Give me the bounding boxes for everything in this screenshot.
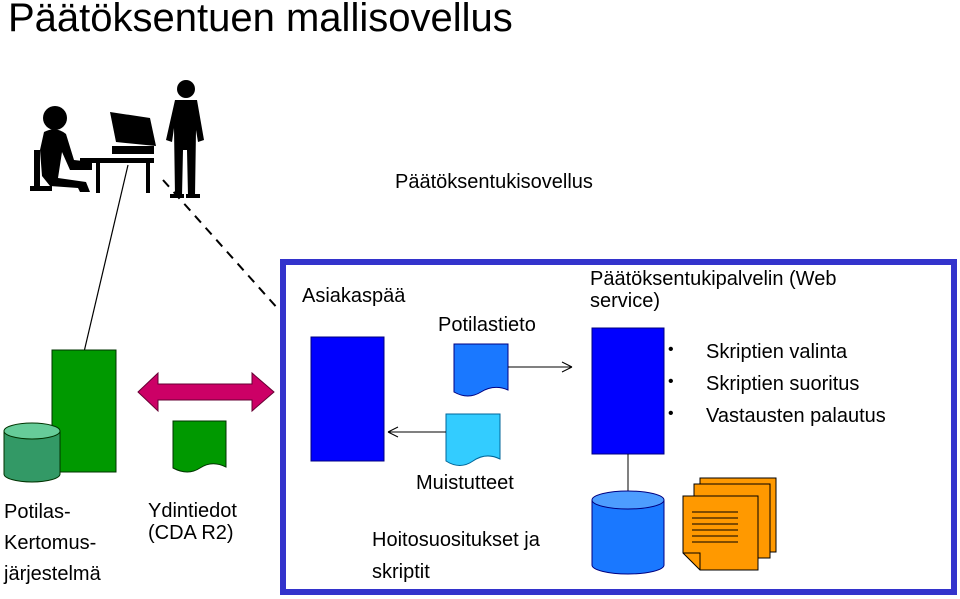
patient-record-server xyxy=(51,349,117,473)
computer-user-icon xyxy=(30,106,156,193)
patient-system-line3: järjestelmä xyxy=(4,563,101,585)
dashed-connector xyxy=(162,179,280,311)
bullet-item: Vastausten palautus xyxy=(668,401,886,435)
decision-server-box xyxy=(591,327,665,455)
bullet-item: Skriptien suoritus xyxy=(668,369,886,403)
application-label: Päätöksentukisovellus xyxy=(395,171,593,193)
patient-system-label: Potilas- Kertomus- järjestelmä xyxy=(4,497,101,590)
server-label: Päätöksentukipalvelin (Web service) xyxy=(590,268,836,312)
client-box xyxy=(310,336,385,462)
decision-support-frame xyxy=(280,259,957,595)
script-pages-icon xyxy=(682,477,777,571)
patient-system-line2: Kertomus- xyxy=(4,532,97,554)
patient-system-line1: Potilas- xyxy=(4,501,71,523)
server-label-line2: service) xyxy=(590,290,661,312)
guidelines-database-icon xyxy=(591,490,665,575)
notes-document xyxy=(445,413,501,466)
response-arrow-head xyxy=(387,426,399,438)
bullet-item: Skriptien valinta xyxy=(668,337,886,371)
page-title: Päätöksentuen mallisovellus xyxy=(8,0,513,40)
server-label-line1: Päätöksentukipalvelin (Web xyxy=(590,268,837,290)
core-data-document xyxy=(172,420,227,473)
exchange-arrow xyxy=(137,371,275,413)
standing-person-icon xyxy=(166,80,204,198)
patient-info-document xyxy=(453,343,509,397)
connector-line xyxy=(83,164,129,353)
core-data-line1: Ydintiedot xyxy=(148,500,237,522)
patient-database-icon xyxy=(3,422,61,483)
patient-info-label: Potilastieto xyxy=(438,314,536,336)
server-function-list: Skriptien valinta Skriptien suoritus Vas… xyxy=(668,337,886,435)
request-arrow-head xyxy=(561,361,573,373)
guidelines-label: Hoitosuositukset ja skriptit xyxy=(372,529,540,583)
core-data-line2: (CDA R2) xyxy=(148,522,234,544)
client-label: Asiakaspää xyxy=(302,285,406,307)
notes-label: Muistutteet xyxy=(416,472,514,494)
core-data-label: Ydintiedot (CDA R2) xyxy=(148,500,237,544)
